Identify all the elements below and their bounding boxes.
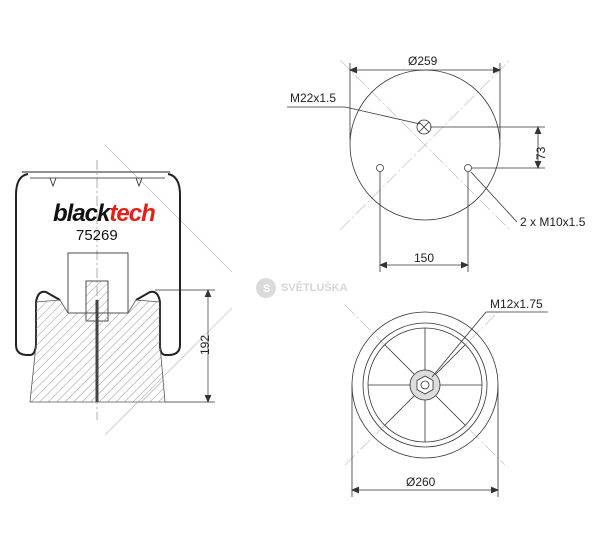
center-thread-label: M22x1.5 [290,91,336,105]
part-number: 75269 [76,227,118,244]
offset-label: 73 [534,146,548,160]
stud-thread-label: 2 x M10x1.5 [520,215,586,229]
bottom-thread-label: M12x1.75 [490,297,543,311]
svg-text:S: S [263,283,270,295]
bottom-view [350,311,548,497]
watermark: S SVĚTLUŠKA [256,278,348,298]
top-view [287,63,545,272]
stud-spacing-label: 150 [414,251,434,265]
brand-logo: blacktech [53,200,155,227]
top-diameter-label: Ø259 [408,54,438,68]
bottom-diameter-label: Ø260 [406,475,436,489]
construction-lines [96,59,511,466]
height-dimension [155,289,215,403]
height-label: 192 [198,335,212,355]
air-spring-side-view [15,171,181,403]
svg-text:SVĚTLUŠKA: SVĚTLUŠKA [281,281,348,294]
